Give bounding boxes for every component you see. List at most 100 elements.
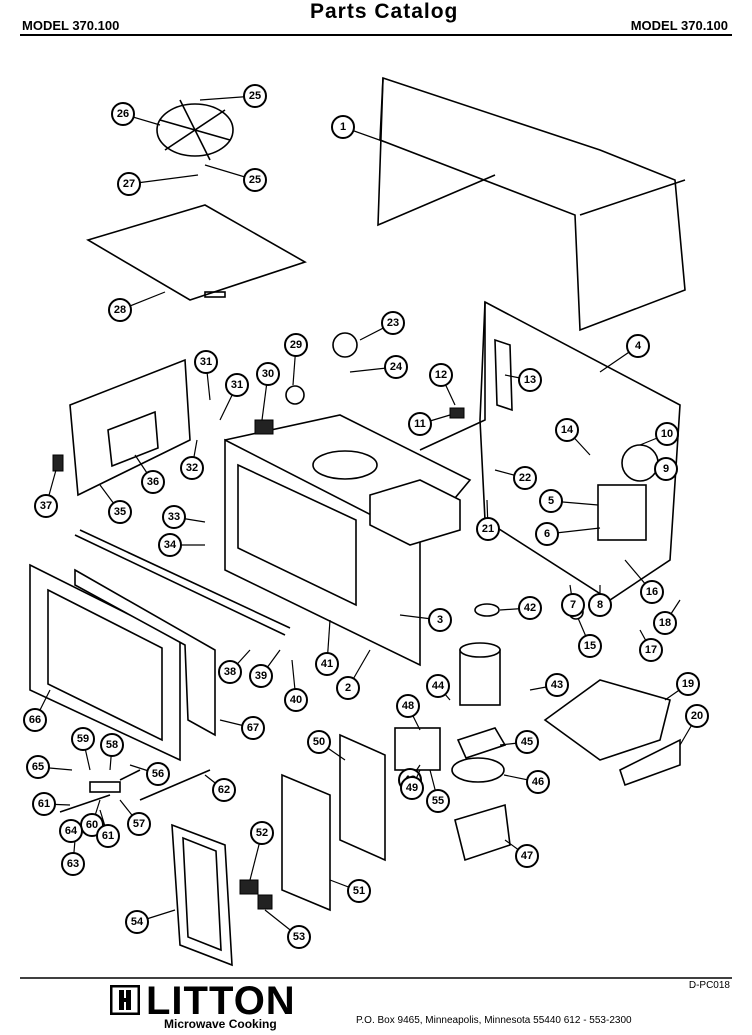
door-hinge-rail	[74, 534, 286, 636]
callout-circle	[515, 730, 539, 754]
callout-number: 31	[200, 356, 212, 368]
callout-circle	[194, 350, 218, 374]
callout-circle	[108, 500, 132, 524]
callout-number: 43	[551, 679, 563, 691]
callout-number: 52	[256, 827, 268, 839]
callout-number: 7	[570, 599, 576, 611]
callout-25: 25	[204, 164, 267, 192]
callout-circle	[526, 770, 550, 794]
callout-circle	[518, 368, 542, 392]
callout-circle	[307, 730, 331, 754]
model-number-left: MODEL 370.100	[22, 18, 120, 33]
callout-number: 3	[437, 614, 443, 626]
callout-circle	[476, 517, 500, 541]
callout-24: 24	[349, 355, 408, 379]
callout-number: 2	[345, 682, 351, 694]
callout-63: 63	[61, 839, 85, 876]
callout-circle	[331, 115, 355, 139]
callout-64: 64	[59, 819, 83, 843]
panel-frame-inner	[182, 836, 222, 952]
callout-28: 28	[108, 291, 166, 322]
fan-blade-vanes	[159, 99, 231, 161]
callout-circle	[654, 457, 678, 481]
callout-circle	[347, 879, 371, 903]
callout-15: 15	[577, 617, 602, 658]
callout-number: 36	[147, 476, 159, 488]
callout-47: 47	[504, 839, 539, 868]
callout-52: 52	[249, 821, 274, 881]
callout-7: 7	[561, 584, 585, 617]
callout-circle	[23, 708, 47, 732]
litton-logo-icon	[110, 985, 140, 1015]
callout-57: 57	[119, 799, 151, 836]
switch-53	[257, 894, 273, 910]
callout-number: 56	[152, 768, 164, 780]
callout-circle	[218, 660, 242, 684]
shield-19	[543, 679, 671, 761]
callout-number: 62	[218, 784, 230, 796]
callout-34: 34	[158, 533, 205, 557]
callout-number: 51	[353, 885, 365, 897]
callout-number: 38	[224, 666, 236, 678]
callout-circle	[158, 533, 182, 557]
callout-number: 20	[691, 710, 703, 722]
callout-number: 18	[659, 617, 671, 629]
callout-number: 15	[584, 640, 596, 652]
callout-circle	[578, 634, 602, 658]
callout-37: 37	[34, 469, 58, 518]
callout-59: 59	[71, 727, 95, 771]
part-11	[449, 407, 465, 419]
callout-67: 67	[219, 716, 265, 740]
shield-20	[619, 738, 681, 787]
callout-number: 33	[168, 511, 180, 523]
callout-42: 42	[499, 596, 542, 620]
callout-number: 4	[635, 340, 642, 352]
callout-21: 21	[476, 499, 500, 541]
callout-number: 19	[682, 678, 694, 690]
callout-62: 62	[204, 774, 236, 802]
callout-circle	[685, 704, 709, 728]
callout-number: 61	[38, 798, 50, 810]
callout-number: 1	[340, 121, 346, 133]
stirrer-motor-bracket	[454, 803, 511, 862]
callout-circle	[518, 596, 542, 620]
callout-circle	[249, 664, 273, 688]
callout-number: 30	[262, 368, 274, 380]
callout-number: 27	[123, 178, 135, 190]
callout-circle	[212, 778, 236, 802]
callout-31: 31	[219, 373, 249, 421]
callout-11: 11	[408, 412, 451, 436]
callout-45: 45	[499, 730, 539, 754]
callout-circle	[108, 298, 132, 322]
callout-circle	[32, 792, 56, 816]
callout-circle	[96, 824, 120, 848]
control-board	[456, 727, 507, 759]
callout-circle	[287, 925, 311, 949]
callout-number: 24	[390, 361, 403, 373]
callout-20: 20	[679, 704, 709, 746]
callout-number: 25	[249, 90, 261, 102]
callout-61: 61	[32, 792, 71, 816]
callout-number: 5	[548, 495, 554, 507]
callout-number: 31	[231, 379, 243, 391]
callout-number: 13	[524, 374, 536, 386]
callout-number: 11	[414, 418, 426, 430]
callout-33: 33	[162, 505, 206, 529]
callout-number: 67	[247, 722, 259, 734]
callout-circle	[408, 412, 432, 436]
page-title: Parts Catalog	[310, 0, 459, 23]
callout-circle	[34, 494, 58, 518]
callout-48: 48	[396, 694, 421, 731]
part-23-cap	[332, 332, 358, 358]
door-window	[47, 588, 163, 742]
callout-38: 38	[218, 649, 251, 684]
capacitor	[459, 649, 501, 706]
callout-number: 32	[186, 462, 198, 474]
callout-41: 41	[315, 619, 339, 676]
callout-51: 51	[329, 879, 371, 903]
callout-30: 30	[256, 362, 280, 421]
magnetron	[369, 479, 461, 546]
callout-number: 60	[86, 819, 98, 831]
callout-circle	[426, 789, 450, 813]
callout-number: 47	[521, 850, 533, 862]
